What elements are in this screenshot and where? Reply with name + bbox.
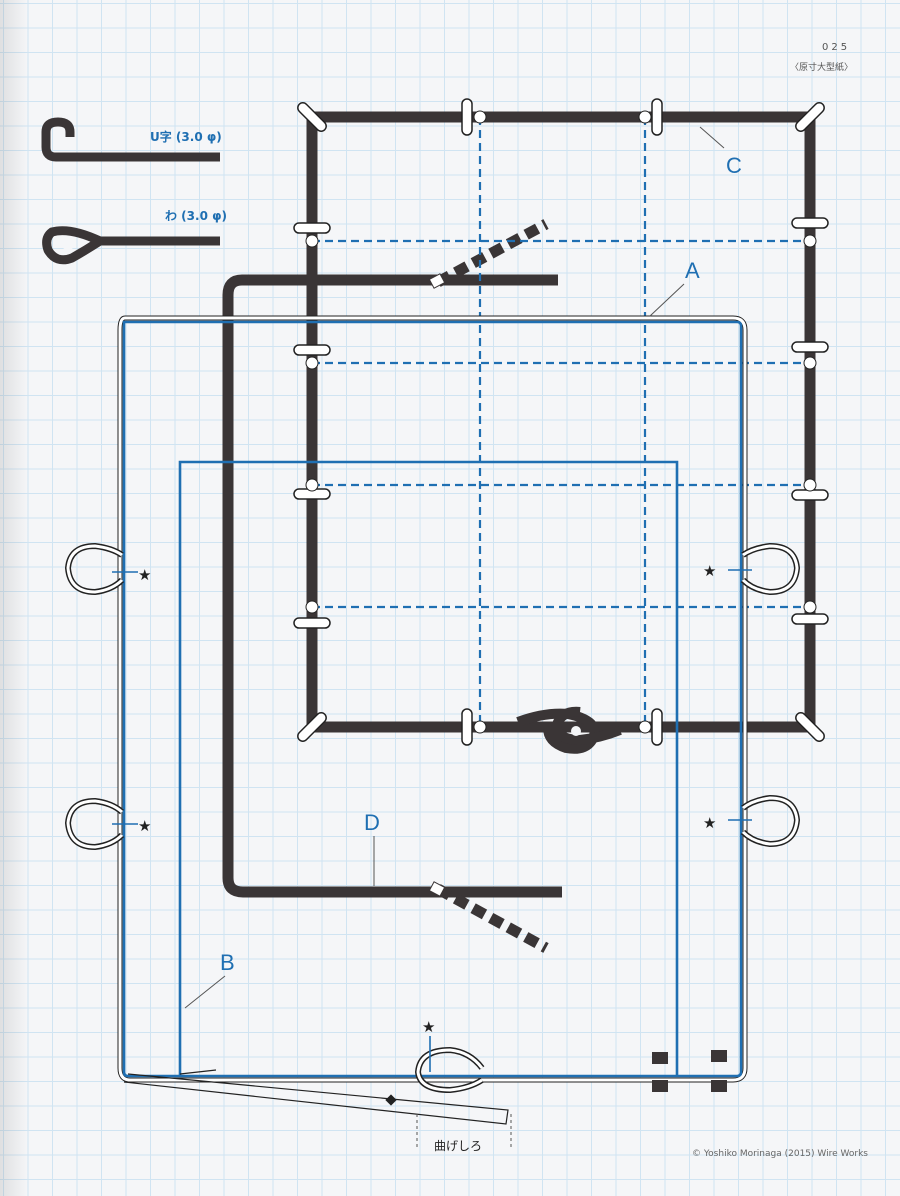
- frame-b: [178, 460, 679, 1075]
- star-icon: ★: [703, 562, 716, 580]
- loop-bottom: [414, 1036, 485, 1094]
- copyright: © Yoshiko Morinaga (2015) Wire Works: [692, 1149, 868, 1159]
- star-icon: ★: [422, 1018, 435, 1036]
- loop-label: わ (3.0 φ): [165, 209, 227, 223]
- u-hook-label: U字 (3.0 φ): [150, 129, 222, 144]
- loop-right-lower: [728, 794, 801, 848]
- label-b: B: [220, 950, 235, 975]
- star-icon: ★: [703, 814, 716, 832]
- bend-margin-label: 曲げしろ: [434, 1139, 482, 1153]
- star-icon: ★: [138, 817, 151, 835]
- loop-left-lower: [64, 797, 138, 851]
- loop-left-upper: [64, 542, 138, 596]
- u-hook-wire-icon: [41, 117, 220, 162]
- bottom-clips: [652, 1050, 727, 1092]
- bend-margin-tail: [123, 1069, 512, 1148]
- loop-right-upper: [728, 542, 801, 596]
- frame-a: [117, 315, 748, 1083]
- frame-c: [306, 111, 816, 733]
- loop-wire-icon: [42, 226, 220, 265]
- d-dashed-ends: [428, 219, 549, 953]
- guide-lines: [312, 117, 810, 727]
- wire-tie-icon: [293, 98, 829, 746]
- label-c: C: [726, 153, 742, 178]
- star-icon: ★: [138, 566, 151, 584]
- leader-lines: [184, 126, 725, 1009]
- page-subtitle: 〈原寸大型紙〉: [790, 61, 853, 73]
- label-a: A: [685, 258, 700, 283]
- joint-dots: [305, 110, 817, 734]
- page-number: 025: [822, 42, 850, 53]
- piece-d: [222, 274, 562, 898]
- c-hook-joint: [516, 706, 622, 754]
- label-d: D: [364, 810, 380, 835]
